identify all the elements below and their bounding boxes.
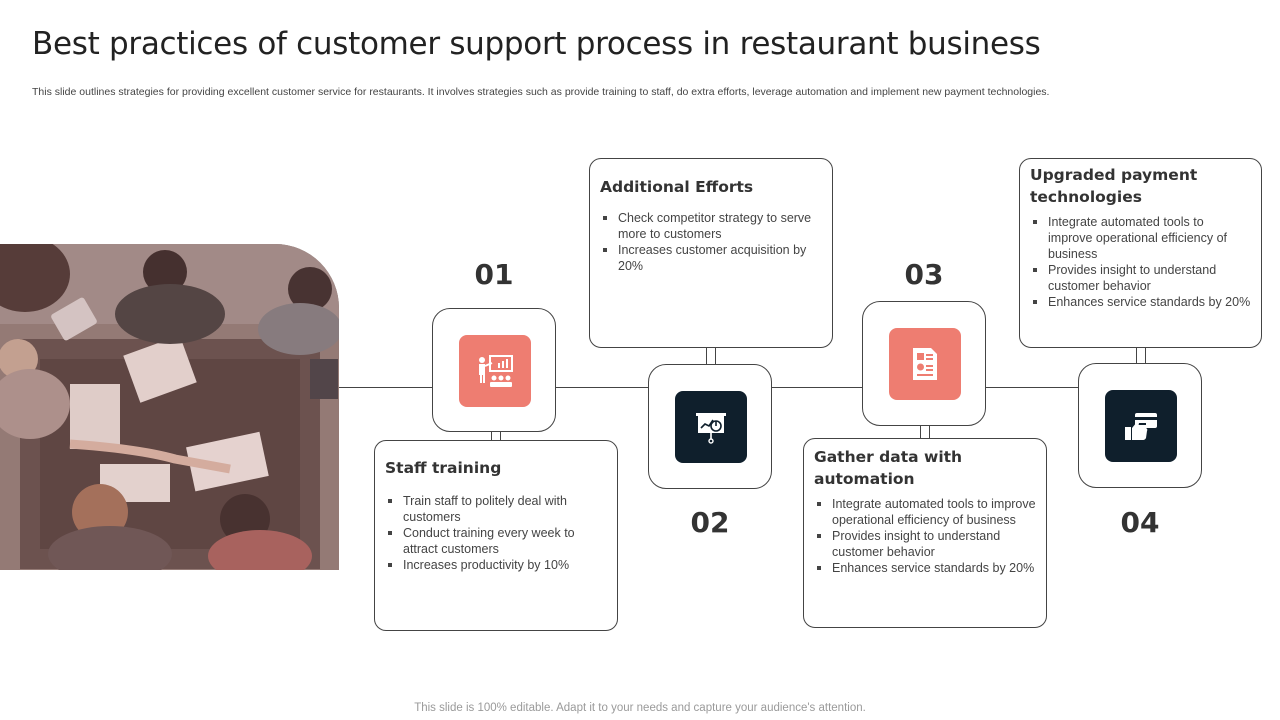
step-bullets-01: Train staff to politely deal with custom… <box>385 493 607 573</box>
step-card-01: Staff training Train staff to politely d… <box>374 440 618 631</box>
step-icon-box-03 <box>862 301 986 426</box>
list-item: Enhances service standards by 20% <box>1030 294 1251 310</box>
list-item: Provides insight to understand customer … <box>1030 262 1251 294</box>
step-bullets-02: Check competitor strategy to serve more … <box>600 210 822 274</box>
step-icon-box-02 <box>648 364 772 489</box>
list-item: Increases productivity by 10% <box>385 557 607 573</box>
step-card-03: Gather data with automation Integrate au… <box>803 438 1047 628</box>
analytics-board-icon <box>696 413 726 444</box>
list-item: Train staff to politely deal with custom… <box>385 493 607 525</box>
step-title-04: Upgraded payment technologies <box>1030 166 1198 206</box>
step-card-02: Additional Efforts Check competitor stra… <box>589 158 833 348</box>
slide-subtitle: This slide outlines strategies for provi… <box>32 86 1050 98</box>
step-icon-box-01 <box>432 308 556 432</box>
step-card-04: Upgraded payment technologies Integrate … <box>1019 158 1262 348</box>
team-meeting-photo <box>0 244 339 570</box>
step-bullets-03: Integrate automated tools to improve ope… <box>814 496 1036 576</box>
step-title-02: Additional Efforts <box>600 178 754 196</box>
list-item: Check competitor strategy to serve more … <box>600 210 822 242</box>
connector-03 <box>920 426 930 438</box>
payment-card-icon <box>1125 413 1157 440</box>
step-title-03: Gather data with automation <box>814 448 963 488</box>
connector-04 <box>1136 347 1146 363</box>
list-item: Conduct training every week to attract c… <box>385 525 607 557</box>
list-item: Integrate automated tools to improve ope… <box>1030 214 1251 262</box>
presentation-training-icon <box>479 355 513 387</box>
list-item: Increases customer acquisition by 20% <box>600 242 822 274</box>
step-title-01: Staff training <box>385 459 502 477</box>
list-item: Integrate automated tools to improve ope… <box>814 496 1036 528</box>
report-document-icon <box>913 348 937 380</box>
step-number-03: 03 <box>904 258 944 291</box>
slide-title: Best practices of customer support proce… <box>32 26 1041 62</box>
step-number-01: 01 <box>474 258 514 291</box>
list-item: Provides insight to understand customer … <box>814 528 1036 560</box>
step-icon-box-04 <box>1078 363 1202 488</box>
step-number-02: 02 <box>690 506 730 539</box>
connector-02 <box>706 347 716 364</box>
list-item: Enhances service standards by 20% <box>814 560 1036 576</box>
step-bullets-04: Integrate automated tools to improve ope… <box>1030 214 1251 310</box>
connector-01 <box>491 432 501 441</box>
step-number-04: 04 <box>1120 506 1160 539</box>
slide-footer: This slide is 100% editable. Adapt it to… <box>414 702 866 714</box>
